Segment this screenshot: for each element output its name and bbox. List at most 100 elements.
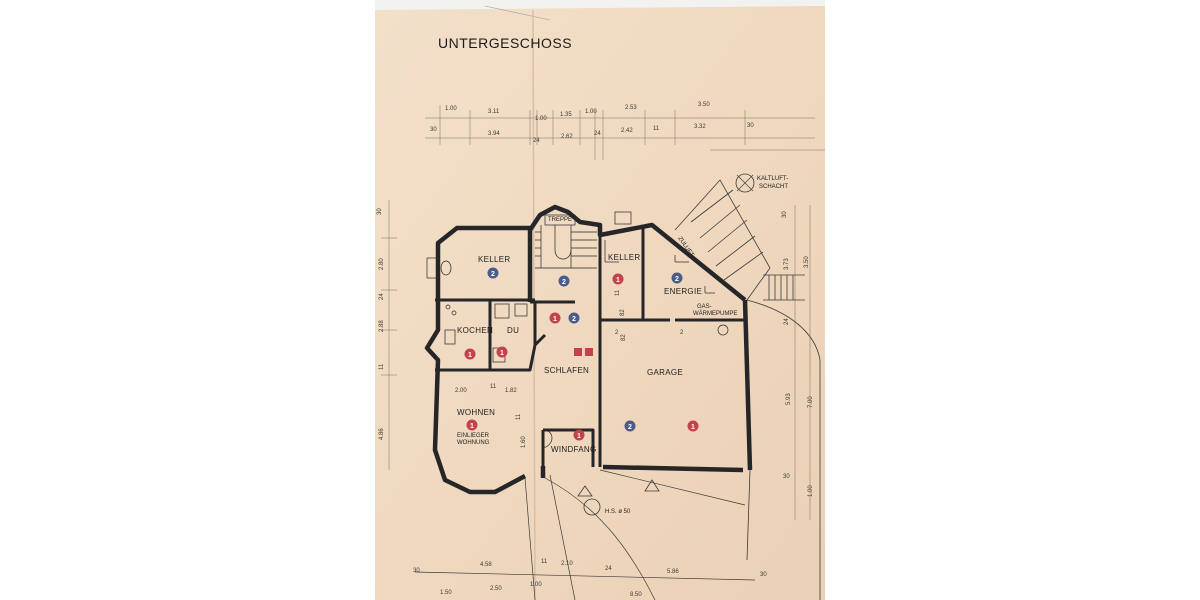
dim-bottom-11: 8.50	[630, 592, 642, 598]
dim-right-4: 24	[784, 318, 790, 325]
dim-right-3: 3.50	[804, 256, 810, 268]
dim-left-1: 30	[377, 208, 383, 215]
marker-keller-right-text: 1	[616, 277, 620, 284]
label-energie: ENERGIE	[664, 287, 702, 296]
dim-inner-7: 82	[621, 334, 627, 341]
dim-top-6: 2.53	[625, 105, 637, 111]
dim-top-4: 1.35	[560, 112, 572, 118]
label-treppe: TREPPE	[548, 217, 572, 223]
label-kaltluft-1: KALTLUFT-	[757, 176, 788, 182]
marker-keller-right: 1	[612, 273, 624, 285]
marker-energie-text: 2	[675, 276, 679, 283]
dim-top-10: 24	[533, 138, 540, 144]
marker-energie: 2	[671, 272, 683, 284]
triangle-marker-right-icon	[644, 479, 660, 492]
label-keller-left: KELLER	[478, 255, 510, 264]
dim-bottom-2: 11	[541, 559, 548, 565]
dim-top-12: 24	[594, 131, 601, 137]
exterior-stairs	[674, 179, 821, 600]
label-kochen: KOCHEN	[457, 326, 493, 335]
kaltluft-schacht	[735, 173, 755, 193]
dim-bottom-5: 24	[605, 566, 612, 572]
dimension-lines-top	[425, 105, 825, 160]
marker-garage-blue-text: 2	[628, 424, 632, 431]
dim-bottom-9: 2.50	[490, 586, 502, 592]
marker-wohnen-text: 1	[470, 423, 474, 430]
dim-top-8: 30	[430, 127, 437, 133]
dimension-lines-left	[381, 200, 397, 470]
dim-top-11: 2.62	[561, 134, 573, 140]
hall-outlet-2	[585, 348, 593, 356]
marker-du: 1	[496, 346, 508, 358]
dim-top-7: 3.50	[698, 102, 710, 108]
dim-top-2: 3.11	[488, 109, 500, 115]
plan-title: UNTERGESCHOSS	[438, 35, 572, 51]
marker-hall-red: 1	[549, 312, 561, 324]
marker-kochen: 1	[464, 348, 476, 360]
dim-bottom-4: 30	[413, 568, 420, 574]
dim-bottom-6: 5.86	[667, 569, 679, 575]
dim-inner-4: 11	[516, 413, 522, 420]
dim-right-5: 5.93	[786, 393, 792, 405]
label-hs: H.S. ø 50	[605, 509, 631, 515]
dim-inner-6: 82	[620, 309, 626, 316]
dim-inner-9: 2	[680, 330, 684, 336]
marker-garage-blue: 2	[624, 420, 636, 432]
dim-right-6: 7.00	[808, 396, 814, 408]
marker-windfang-text: 1	[577, 433, 581, 440]
label-gas-2: WÄRMEPUMPE	[693, 310, 737, 317]
label-keller-right: KELLER	[608, 253, 640, 262]
marker-garage-red: 1	[687, 420, 699, 432]
marker-windfang: 1	[573, 429, 585, 441]
dim-bottom-7: 30	[760, 572, 767, 578]
dim-top-15: 3.32	[694, 124, 706, 130]
dimension-lines-right	[794, 205, 811, 520]
exterior-walls	[424, 204, 753, 495]
marker-wohnen: 1	[466, 419, 478, 431]
label-gas-1: GAS-	[697, 304, 712, 310]
fixtures	[426, 211, 729, 449]
sheet-crease	[484, 5, 551, 21]
hs-manhole-icon	[583, 498, 601, 516]
marker-keller-left-text: 2	[491, 271, 495, 278]
dim-top-9: 3.94	[488, 131, 500, 137]
dim-right-2: 3.73	[784, 258, 790, 270]
dim-top-3: 1.00	[535, 116, 547, 122]
label-garage: GARAGE	[647, 368, 683, 377]
dim-top-16: 30	[747, 123, 754, 129]
triangle-marker-left-icon	[577, 485, 593, 497]
dim-inner-8: 2	[615, 330, 619, 336]
marker-keller-left: 2	[487, 267, 499, 279]
marker-treppe: 2	[558, 275, 570, 287]
dim-inner-3: 1.82	[505, 388, 517, 394]
dim-top-13: 2.42	[621, 128, 633, 134]
marker-kochen-text: 1	[468, 352, 472, 359]
dim-left-6: 4.86	[379, 428, 385, 440]
dim-top-14: 11	[653, 126, 660, 132]
marker-hall-red-text: 1	[553, 316, 557, 323]
marker-du-text: 1	[500, 350, 504, 357]
dim-left-3: 24	[379, 293, 385, 300]
marker-garage-red-text: 1	[691, 424, 695, 431]
front-path	[414, 469, 756, 600]
dim-right-7: 30	[783, 474, 790, 480]
label-kaltluft-2: SCHACHT	[759, 184, 788, 190]
hall-outlet-1	[574, 348, 582, 356]
label-du: DU	[507, 326, 519, 335]
dim-left-5: 11	[379, 363, 385, 370]
label-schlafen: SCHLAFEN	[544, 366, 589, 375]
dim-right-8: 1.00	[808, 485, 814, 497]
dim-bottom-1: 4.58	[480, 562, 492, 568]
interior-walls	[435, 228, 745, 468]
marker-hall-blue-text: 2	[572, 316, 576, 323]
label-windfang: WINDFANG	[551, 445, 597, 454]
dim-top-5: 1.00	[585, 109, 597, 115]
label-einlieger-1: EINLIEGER	[457, 433, 490, 439]
marker-treppe-text: 2	[562, 279, 566, 286]
label-wohnen: WOHNEN	[457, 408, 495, 417]
dim-inner-10: 11	[615, 289, 621, 296]
dim-right-1: 30	[782, 211, 788, 218]
dim-bottom-8: 1.50	[440, 590, 452, 596]
sheet-edge	[375, 0, 825, 10]
dim-left-4: 2.88	[379, 320, 385, 332]
